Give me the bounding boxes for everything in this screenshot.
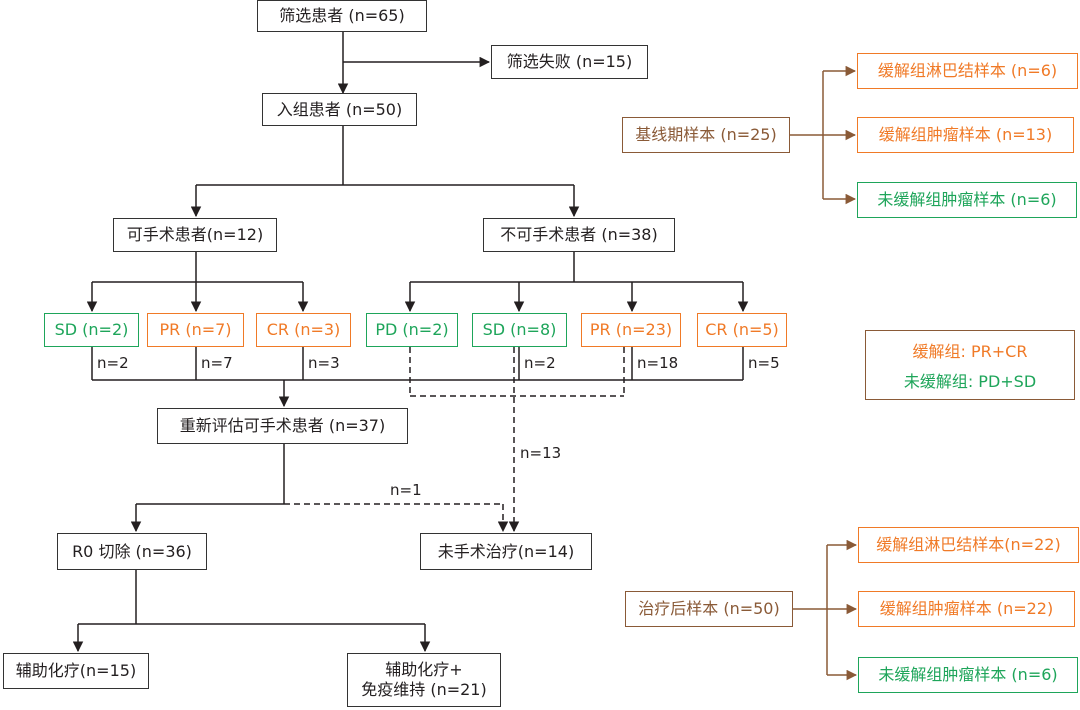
post-treatment-samples-box: 治疗后样本 (n=50): [625, 591, 793, 627]
inoperable-sd-count: n=2: [524, 354, 556, 372]
operable-pr-box: PR (n=7): [147, 313, 244, 347]
screen-failure-box: 筛选失败 (n=15): [491, 45, 648, 79]
adjuvant-chemo-immuno-line1: 辅助化疗+: [385, 660, 463, 679]
inoperable-patients-box: 不可手术患者 (n=38): [483, 218, 675, 252]
post-nonresponder-tumor-box: 未缓解组肿瘤样本 (n=6): [858, 657, 1078, 693]
operable-pr-count: n=7: [201, 354, 233, 372]
operable-cr-box: CR (n=3): [256, 313, 351, 347]
inoperable-pr-count: n=18: [637, 354, 679, 372]
inoperable-pr-box: PR (n=23): [581, 313, 681, 347]
reassess-operable-box: 重新评估可手术患者 (n=37): [157, 408, 408, 444]
screened-patients-box: 筛选患者 (n=65): [257, 0, 427, 32]
to-no-surgery-count: n=13: [520, 444, 562, 462]
baseline-responder-lymph-box: 缓解组淋巴结样本 (n=6): [857, 53, 1078, 89]
baseline-responder-tumor-box: 缓解组肿瘤样本 (n=13): [857, 117, 1074, 153]
inoperable-pd-box: PD (n=2): [366, 313, 458, 347]
enrolled-patients-box: 入组患者 (n=50): [262, 93, 417, 126]
operable-sd-box: SD (n=2): [44, 313, 139, 347]
adjuvant-chemo-immuno-box: 辅助化疗+ 免疫维持 (n=21): [347, 653, 501, 707]
inoperable-cr-count: n=5: [748, 354, 780, 372]
reassess-to-no-surgery-count: n=1: [390, 481, 422, 499]
post-responder-tumor-box: 缓解组肿瘤样本 (n=22): [858, 591, 1075, 627]
adjuvant-chemo-box: 辅助化疗(n=15): [3, 653, 149, 689]
inoperable-cr-box: CR (n=5): [697, 313, 787, 347]
no-surgery-box: 未手术治疗(n=14): [420, 533, 592, 570]
inoperable-sd-box: SD (n=8): [472, 313, 567, 347]
response-legend: 缓解组: PR+CR 未缓解组: PD+SD: [865, 330, 1075, 400]
baseline-samples-box: 基线期样本 (n=25): [622, 117, 790, 153]
operable-cr-count: n=3: [308, 354, 340, 372]
legend-non-responders: 未缓解组: PD+SD: [903, 372, 1037, 391]
legend-responders: 缓解组: PR+CR: [912, 342, 1028, 361]
post-responder-lymph-box: 缓解组淋巴结样本(n=22): [858, 527, 1079, 563]
r0-resection-box: R0 切除 (n=36): [57, 533, 207, 570]
baseline-nonresponder-tumor-box: 未缓解组肿瘤样本 (n=6): [857, 182, 1077, 218]
adjuvant-chemo-immuno-line2: 免疫维持 (n=21): [361, 680, 487, 699]
operable-sd-count: n=2: [97, 354, 129, 372]
operable-patients-box: 可手术患者(n=12): [113, 218, 277, 252]
